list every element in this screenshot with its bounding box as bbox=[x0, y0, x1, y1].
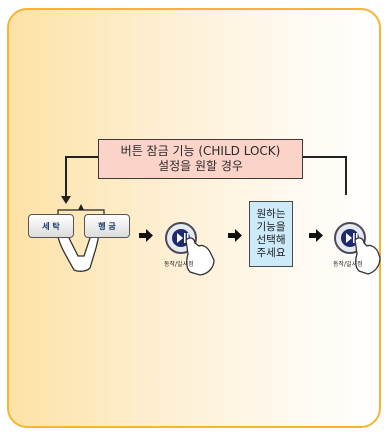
bracket-triangle bbox=[78, 204, 84, 210]
select-line: 주세요 bbox=[256, 247, 286, 259]
left-connector-line bbox=[65, 156, 98, 198]
wash-rinse-buttons: 세 탁 헹 굼 bbox=[28, 214, 130, 244]
hand-pointer-icon bbox=[354, 237, 381, 275]
start-pause-label: 동작/일시정 bbox=[333, 261, 363, 268]
down-arrow-head bbox=[61, 196, 71, 204]
select-line: 원하는 bbox=[256, 208, 286, 220]
title-line-2: 설정을 원할 경우 bbox=[158, 159, 243, 173]
wash-button: 세 탁 bbox=[28, 214, 74, 238]
arrow-icon bbox=[309, 229, 323, 242]
child-lock-title-box: 버튼 잠금 기능 (CHILD LOCK) 설정을 원할 경우 bbox=[98, 139, 303, 179]
arrow-icon bbox=[139, 229, 153, 242]
arrow-icon bbox=[228, 229, 242, 242]
title-line-1: 버튼 잠금 기능 (CHILD LOCK) bbox=[120, 144, 281, 158]
hand-pointer-icon bbox=[185, 237, 215, 276]
select-line: 선택해 bbox=[256, 234, 286, 246]
right-connector-line bbox=[303, 156, 347, 195]
start-pause-label: 동작/일시정 bbox=[164, 261, 194, 268]
select-line: 기능을 bbox=[256, 221, 286, 233]
rinse-button: 헹 굼 bbox=[84, 214, 130, 238]
select-function-box: 원하는 기능을 선택해 주세요 bbox=[249, 201, 293, 267]
